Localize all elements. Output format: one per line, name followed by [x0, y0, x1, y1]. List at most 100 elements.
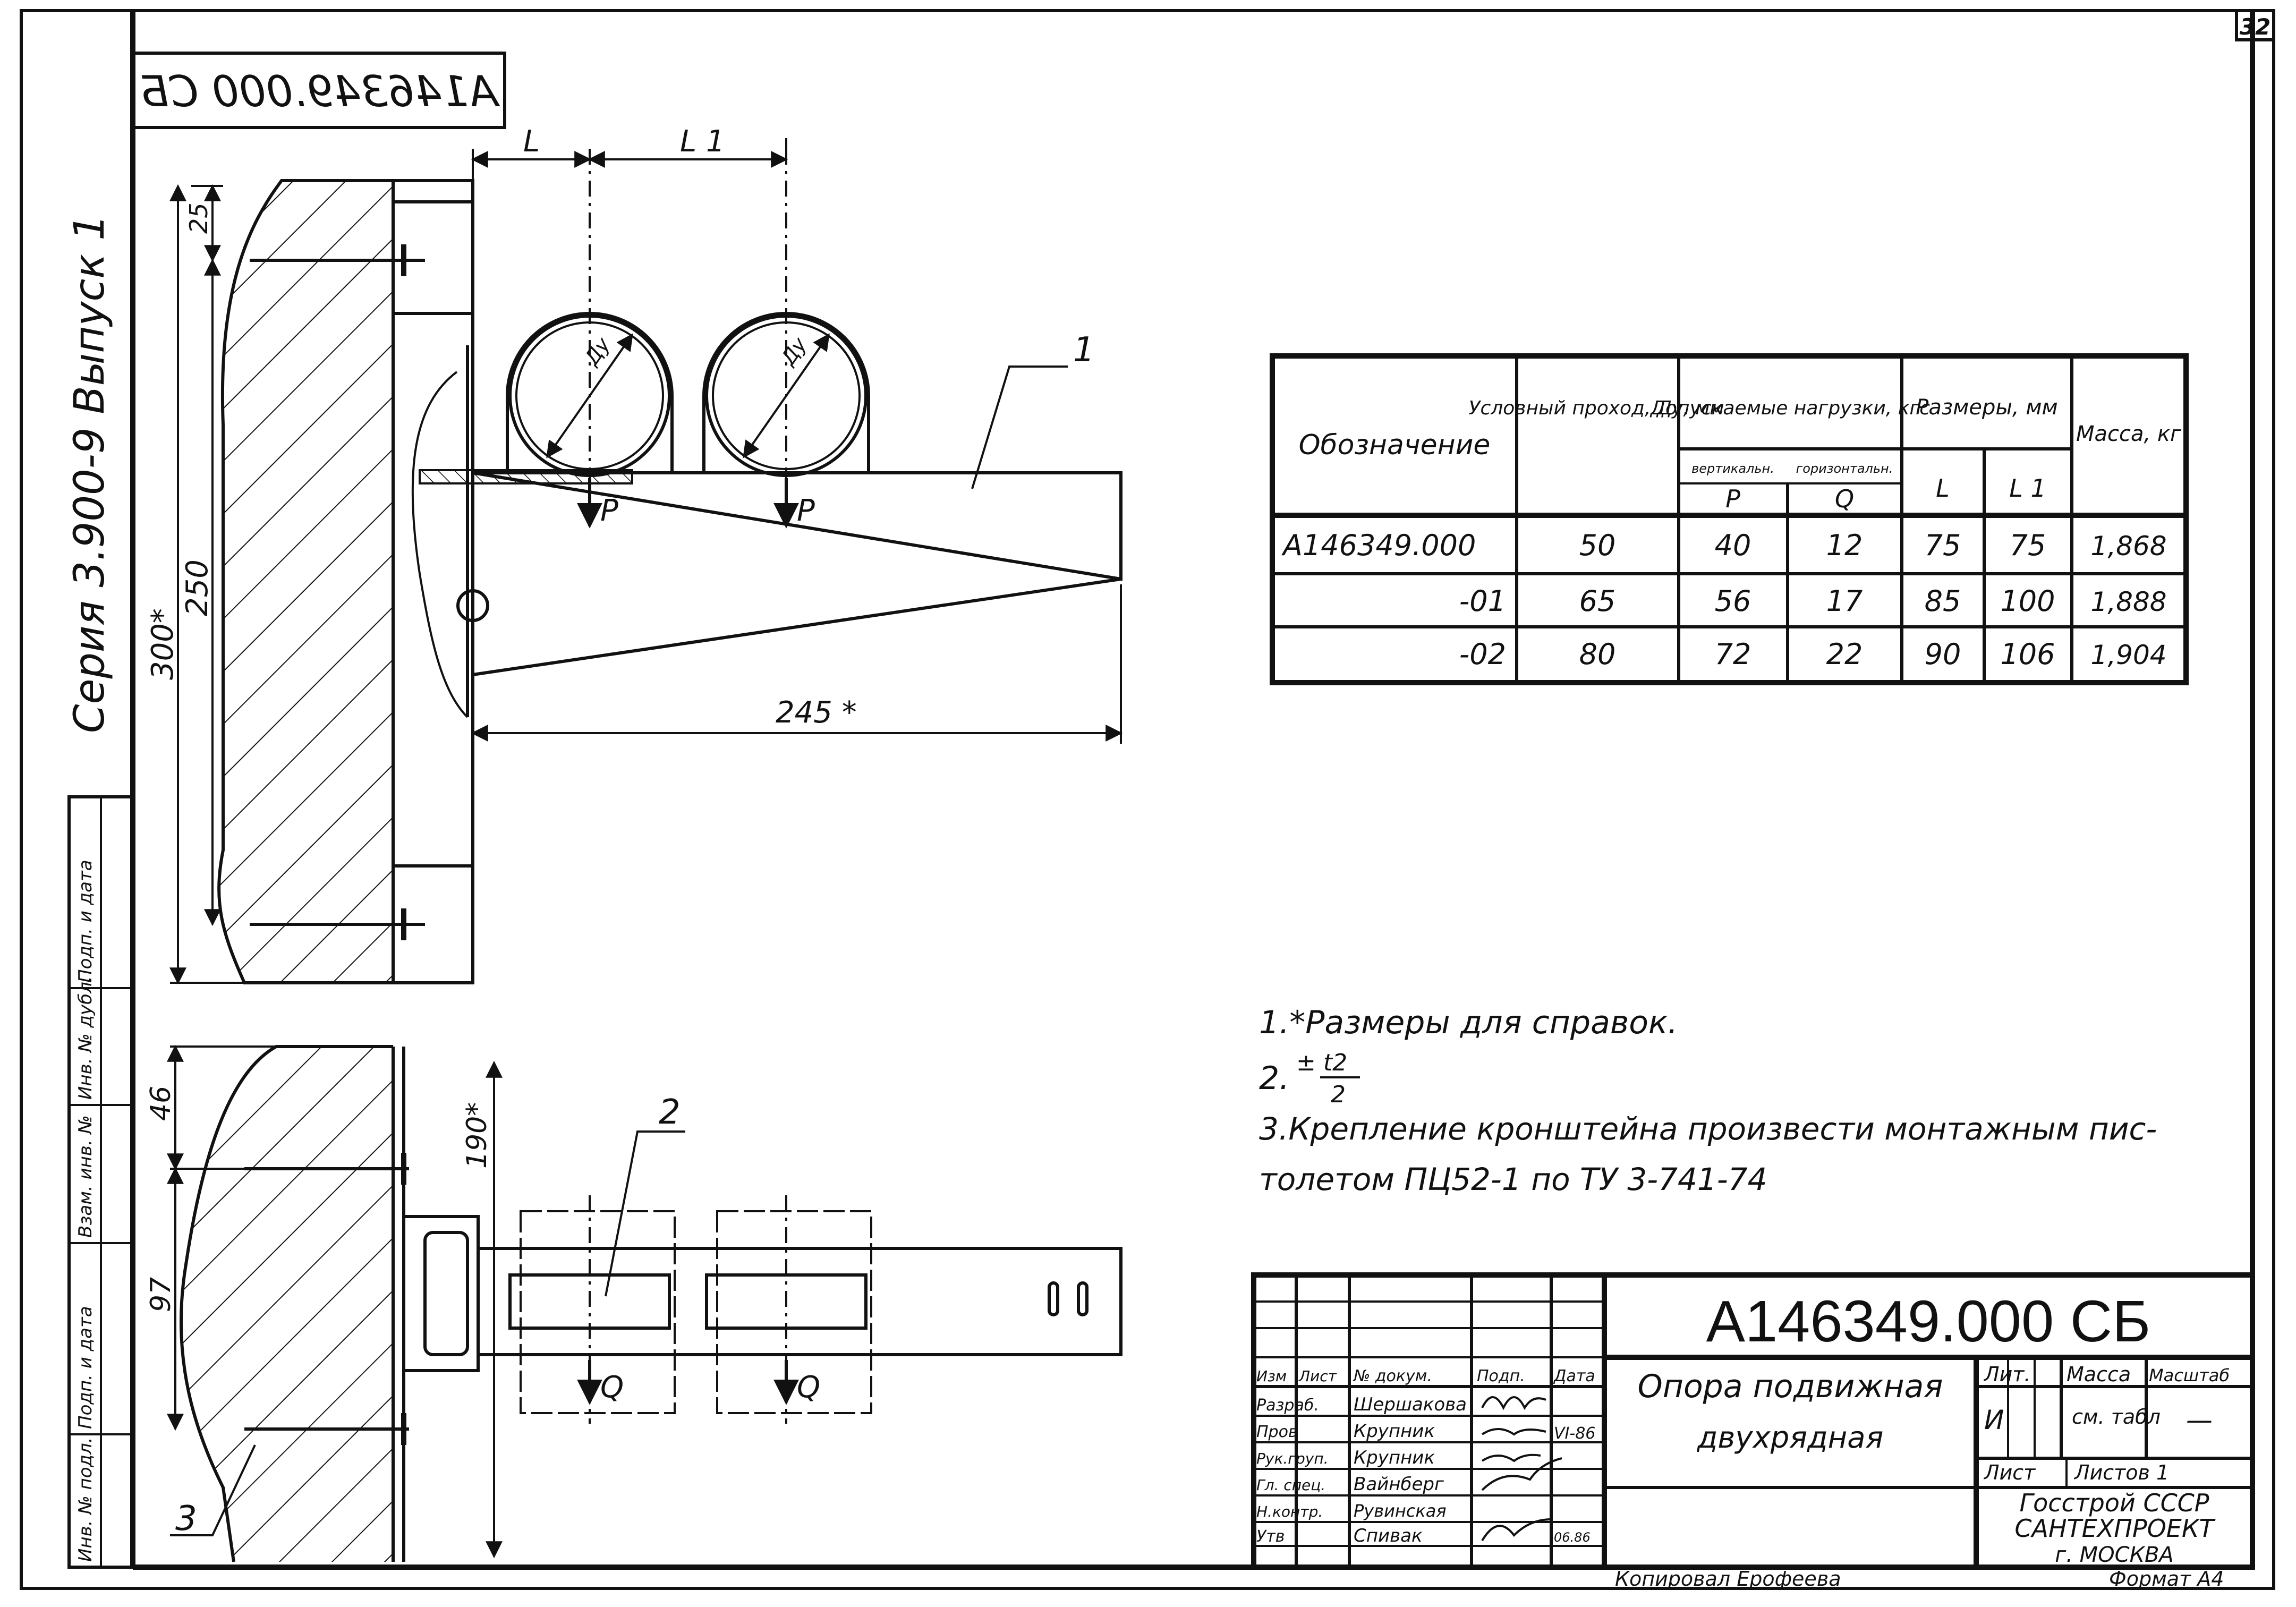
copied-by: Копировал Ерофеева — [1615, 1567, 1841, 1591]
cell-q: 17 — [1826, 584, 1863, 618]
dim-46: 46 — [145, 1086, 177, 1121]
cell-p: 40 — [1715, 529, 1751, 562]
th-mass: Масса, кг — [2076, 422, 2182, 446]
cell-designation: -02 — [1459, 637, 1506, 671]
sheets-label: Листов 1 — [2073, 1461, 2169, 1484]
col-header-doc: № докум. — [1353, 1367, 1432, 1385]
cell-p: 56 — [1715, 584, 1751, 618]
load-Q-1: Q — [600, 1370, 624, 1405]
note-2-frac-bottom: 2 — [1331, 1081, 1346, 1108]
dim-245: 245 * — [776, 695, 857, 730]
side-cell-2: Инв. № дубл. — [75, 976, 96, 1100]
role-name: Спивак — [1354, 1525, 1423, 1546]
role-label: Рук.груп. — [1256, 1450, 1329, 1467]
cell-designation: А146349.000 — [1281, 529, 1476, 562]
role-label: Н.контр. — [1256, 1503, 1323, 1520]
side-cell-1: Подп. и дата — [75, 860, 96, 983]
dim-300: 300* — [146, 608, 180, 680]
role-name: Крупник — [1354, 1447, 1435, 1468]
note-2-prefix: 2. — [1259, 1060, 1289, 1097]
role-label: Гл. спец. — [1256, 1476, 1325, 1494]
cell-mass: 1,904 — [2090, 640, 2166, 670]
role-date: VI-86 — [1554, 1424, 1595, 1443]
cell-mass: 1,868 — [2090, 531, 2166, 562]
cell-q: 12 — [1826, 529, 1863, 562]
cell-l1: 100 — [2000, 584, 2055, 618]
load-P-1: P — [600, 494, 618, 528]
dim-250: 250 — [180, 559, 215, 616]
mass-value: см. табл — [2072, 1405, 2161, 1429]
series-label: Серия 3.900-9 Выпуск 1 — [66, 214, 114, 733]
load-Q-2: Q — [797, 1370, 820, 1405]
cell-designation: -01 — [1459, 584, 1506, 618]
cell-du: 50 — [1579, 529, 1616, 562]
side-cell-4: Подп. и дата — [75, 1306, 96, 1429]
cell-l1: 106 — [2000, 637, 2055, 671]
col-header-list: Лист — [1298, 1367, 1337, 1385]
sheet-format: Формат А4 — [2109, 1567, 2224, 1591]
cell-l1: 75 — [2010, 529, 2046, 562]
side-cell-5: Инв. № подл. — [75, 1437, 96, 1562]
role-name: Крупник — [1354, 1421, 1435, 1442]
mass-label: Масса — [2067, 1363, 2131, 1386]
col-header-sign: Подп. — [1477, 1367, 1525, 1385]
title-line-2: двухрядная — [1697, 1421, 1884, 1455]
role-label: Разраб. — [1256, 1396, 1319, 1415]
dim-L1: L 1 — [680, 124, 725, 159]
cell-l: 90 — [1925, 637, 1961, 671]
dim-L: L — [523, 124, 540, 159]
scale-label: Масштаб — [2149, 1365, 2230, 1385]
th-vertical: вертикальн. — [1691, 461, 1774, 476]
th-L1: L 1 — [2009, 474, 2046, 503]
org-line-1: Госстрой СССР — [2019, 1489, 2209, 1517]
title-line-1: Опора подвижная — [1637, 1368, 1943, 1405]
col-header-izm: Изм — [1256, 1367, 1287, 1385]
pipe-label-2: Ду — [776, 333, 811, 370]
doc-code: А146349.000 СБ — [1706, 1289, 2151, 1354]
th-L: L — [1936, 474, 1950, 503]
cell-l: 85 — [1925, 584, 1961, 618]
page-number: 32 — [2240, 14, 2271, 40]
org-line-3: г. МОСКВА — [2055, 1543, 2174, 1567]
th-Q: Q — [1835, 484, 1854, 513]
cell-mass: 1,888 — [2090, 586, 2166, 617]
front-view — [169, 138, 1123, 985]
side-cell-3: Взам. инв. № — [75, 1115, 96, 1238]
role-label: Утв — [1256, 1527, 1285, 1546]
cell-du: 80 — [1579, 637, 1616, 671]
position-3: 3 — [175, 1499, 197, 1538]
note-2-frac-top: ± t2 — [1296, 1049, 1347, 1076]
role-name: Шершакова — [1354, 1394, 1467, 1415]
note-3-line-1: 3.Крепление кронштейна произвести монтаж… — [1259, 1111, 2157, 1147]
th-loads: Допускаемые нагрузки, кгс — [1649, 397, 1930, 419]
mirrored-stamp: А146349.000 СБ — [131, 52, 506, 129]
role-name: Вайнберг — [1354, 1474, 1444, 1495]
side-stamp — [67, 795, 134, 1569]
cell-l: 75 — [1925, 529, 1961, 562]
cell-p: 72 — [1715, 637, 1751, 671]
th-P: P — [1725, 484, 1740, 513]
org-line-2: САНТЕХПРОЕКТ — [2014, 1514, 2216, 1543]
lit-label: Лит. — [1983, 1363, 2031, 1386]
dim-25: 25 — [184, 202, 213, 234]
pipe-label-1: Ду — [579, 333, 615, 370]
dim-97: 97 — [145, 1277, 177, 1312]
stamp-code-mirrored: А146349.000 СБ — [140, 67, 500, 116]
col-header-date: Дата — [1553, 1367, 1595, 1385]
lit-value: И — [1984, 1405, 2004, 1435]
top-view — [167, 1044, 1123, 1562]
role-date: 06.86 — [1554, 1530, 1591, 1545]
th-nominal: Условный проход, Ду, мм — [1469, 397, 1724, 419]
signatures — [1481, 1396, 1562, 1542]
th-dims: Размеры, мм — [1916, 395, 2057, 420]
sheet-label: Лист — [1983, 1461, 2036, 1484]
dim-190: 190* — [461, 1102, 493, 1169]
load-P-2: P — [797, 494, 815, 528]
cell-du: 65 — [1579, 584, 1616, 618]
page-number-box — [2235, 9, 2275, 41]
th-nominal-text: Условный проход, Ду, мм — [1469, 397, 1724, 419]
th-designation: Обозначение — [1299, 429, 1491, 461]
note-1: 1.*Размеры для справок. — [1259, 1004, 1678, 1041]
position-1: 1 — [1073, 330, 1095, 370]
